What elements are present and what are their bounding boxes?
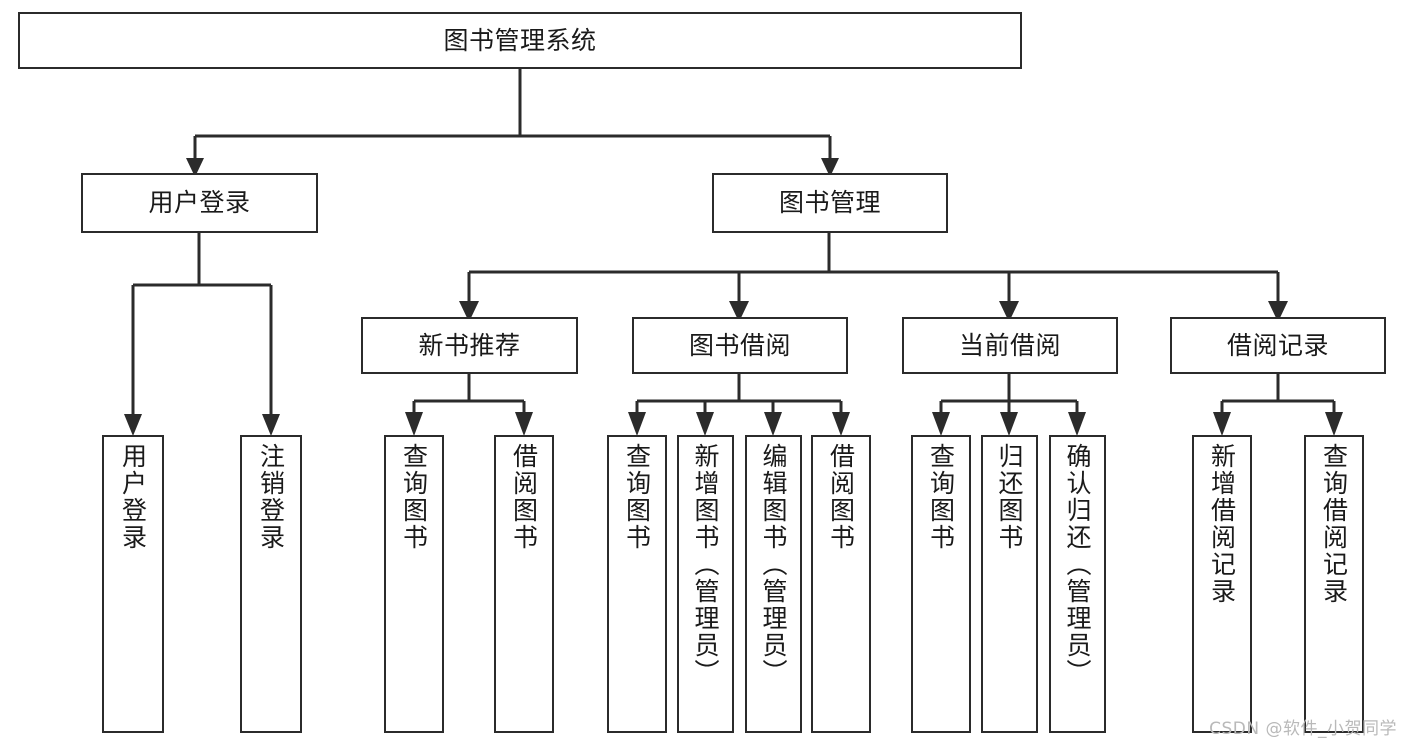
node-leaf-query-book-1[interactable]: 查询图书 bbox=[384, 435, 444, 733]
node-leaf-borrow-book-1[interactable]: 借阅图书 bbox=[494, 435, 554, 733]
node-leaf-user-login[interactable]: 用户登录 bbox=[102, 435, 164, 733]
node-current-borrow[interactable]: 当前借阅 bbox=[902, 317, 1118, 374]
node-leaf-borrow-book-2[interactable]: 借阅图书 bbox=[811, 435, 871, 733]
node-book-borrow-label: 图书借阅 bbox=[688, 330, 791, 360]
node-leaf-user-logout-label: 注销登录 bbox=[256, 443, 286, 551]
node-book-manage[interactable]: 图书管理 bbox=[712, 173, 948, 233]
node-user-login[interactable]: 用户登录 bbox=[81, 173, 318, 233]
node-leaf-query-book-2-label: 查询图书 bbox=[622, 443, 652, 551]
node-borrow-record-label: 借阅记录 bbox=[1226, 330, 1329, 360]
node-leaf-add-book-label: 新增图书（管理员） bbox=[691, 443, 720, 686]
node-root-label: 图书管理系统 bbox=[443, 25, 597, 55]
node-root[interactable]: 图书管理系统 bbox=[18, 12, 1022, 69]
node-current-borrow-label: 当前借阅 bbox=[958, 330, 1061, 360]
node-leaf-query-book-1-label: 查询图书 bbox=[399, 443, 429, 551]
node-leaf-query-record-label: 查询借阅记录 bbox=[1319, 443, 1349, 605]
node-leaf-query-book-3-label: 查询图书 bbox=[926, 443, 956, 551]
node-new-book-recommend-label: 新书推荐 bbox=[418, 330, 521, 360]
node-leaf-return-book[interactable]: 归还图书 bbox=[981, 435, 1038, 733]
node-leaf-borrow-book-1-label: 借阅图书 bbox=[509, 443, 539, 551]
node-leaf-user-login-label: 用户登录 bbox=[118, 443, 148, 551]
csdn-watermark: CSDN @软件_小贺同学 bbox=[1209, 719, 1397, 739]
node-borrow-record[interactable]: 借阅记录 bbox=[1170, 317, 1386, 374]
node-new-book-recommend[interactable]: 新书推荐 bbox=[361, 317, 578, 374]
node-leaf-edit-book-label: 编辑图书（管理员） bbox=[759, 443, 788, 686]
node-leaf-confirm-return-label: 确认归还（管理员） bbox=[1063, 443, 1092, 686]
node-leaf-add-book[interactable]: 新增图书（管理员） bbox=[677, 435, 734, 733]
node-leaf-edit-book[interactable]: 编辑图书（管理员） bbox=[745, 435, 802, 733]
node-leaf-query-record[interactable]: 查询借阅记录 bbox=[1304, 435, 1364, 733]
node-book-manage-label: 图书管理 bbox=[778, 188, 881, 217]
node-leaf-query-book-3[interactable]: 查询图书 bbox=[911, 435, 971, 733]
node-leaf-borrow-book-2-label: 借阅图书 bbox=[826, 443, 856, 551]
node-leaf-add-record[interactable]: 新增借阅记录 bbox=[1192, 435, 1252, 733]
node-book-borrow[interactable]: 图书借阅 bbox=[632, 317, 848, 374]
node-user-login-label: 用户登录 bbox=[148, 188, 251, 217]
node-leaf-query-book-2[interactable]: 查询图书 bbox=[607, 435, 667, 733]
node-leaf-return-book-label: 归还图书 bbox=[995, 443, 1024, 551]
node-leaf-user-logout[interactable]: 注销登录 bbox=[240, 435, 302, 733]
node-leaf-add-record-label: 新增借阅记录 bbox=[1207, 443, 1237, 605]
node-leaf-confirm-return[interactable]: 确认归还（管理员） bbox=[1049, 435, 1106, 733]
